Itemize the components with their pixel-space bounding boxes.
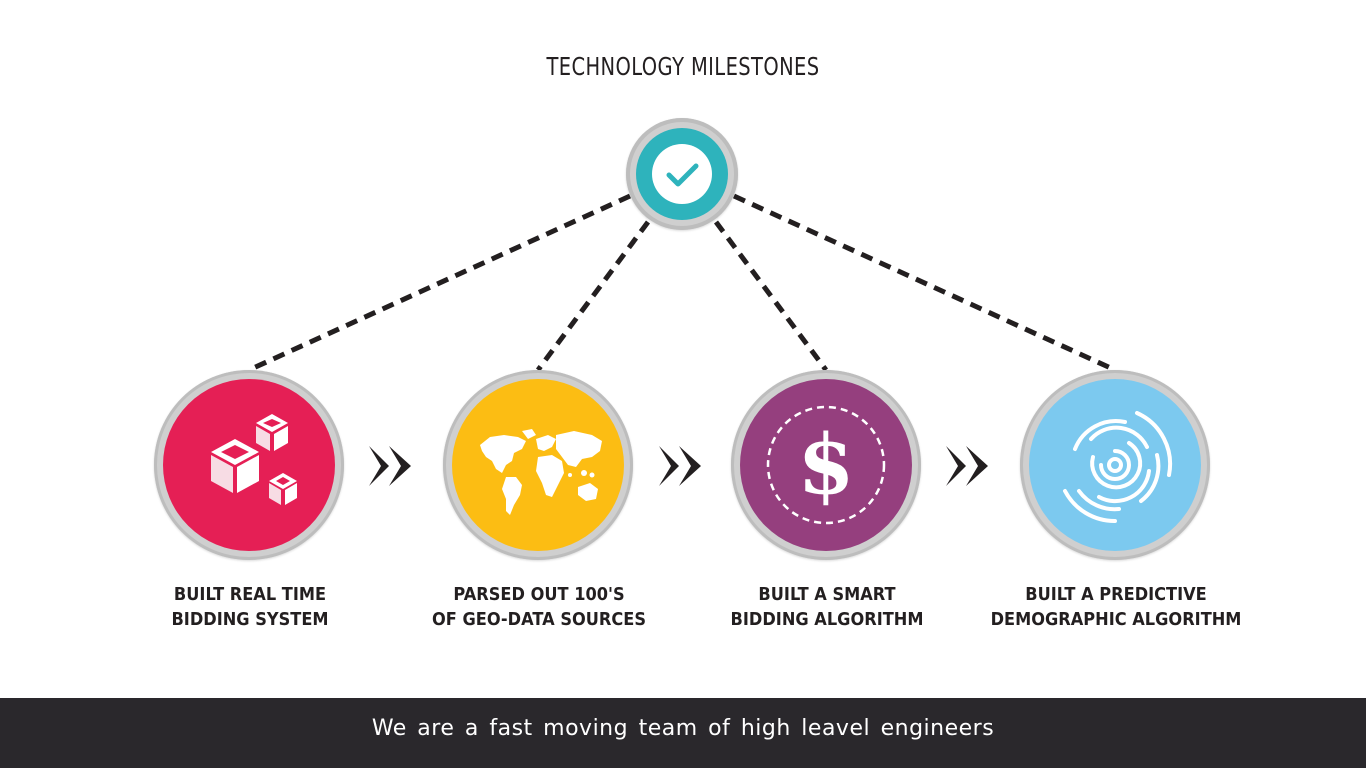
hub-ring	[636, 128, 728, 220]
milestone-node-3-disc: $	[740, 379, 912, 551]
connector-line-4	[732, 193, 1117, 373]
milestone-node-2-disc	[452, 379, 624, 551]
double-chevron-right-icon	[946, 446, 988, 486]
milestone-label-4: BUILT A PREDICTIVE DEMOGRAPHIC ALGORITHM	[972, 582, 1260, 632]
radar-icon	[1063, 411, 1173, 524]
milestone-label-3: BUILT A SMART BIDDING ALGORITHM	[683, 582, 971, 632]
milestone-label-2-line2: OF GEO-DATA SOURCES	[431, 609, 647, 630]
milestone-label-1: BUILT REAL TIME BIDDING SYSTEM	[106, 582, 394, 632]
milestone-node-1	[154, 370, 344, 560]
connector-line-3	[713, 220, 829, 372]
dollar-icon: $	[766, 405, 886, 525]
milestone-label-4-line2: DEMOGRAPHIC ALGORITHM	[990, 609, 1242, 630]
milestone-label-2: PARSED OUT 100'S OF GEO-DATA SOURCES	[395, 582, 683, 632]
milestone-node-2	[443, 370, 633, 560]
milestone-label-3-line2: BIDDING ALGORITHM	[730, 609, 924, 630]
cubes-icon	[211, 414, 297, 505]
world-map-icon	[480, 429, 602, 515]
milestone-label-2-line1: PARSED OUT 100'S	[453, 584, 625, 605]
slide-title: TECHNOLOGY MILESTONES	[546, 52, 820, 81]
milestone-label-3-line1: BUILT A SMART	[758, 584, 896, 605]
hub-circle	[626, 118, 738, 230]
milestone-label-4-line1: BUILT A PREDICTIVE	[1025, 584, 1207, 605]
footer-text: We are a fast moving team of high leavel…	[371, 716, 995, 741]
milestone-label-1-line2: BIDDING SYSTEM	[171, 609, 329, 630]
milestone-node-1-disc	[163, 379, 335, 551]
hub-core	[652, 144, 712, 204]
connector-line-1	[247, 193, 632, 373]
footer-bar: We are a fast moving team of high leavel…	[0, 698, 1366, 768]
svg-text:$: $	[797, 417, 854, 513]
milestone-node-3: $	[731, 370, 921, 560]
double-chevron-right-icon	[659, 446, 701, 486]
milestone-node-4	[1020, 370, 1210, 560]
milestone-node-4-disc	[1029, 379, 1201, 551]
connector-line-2	[535, 220, 651, 372]
double-chevron-right-icon	[369, 446, 411, 486]
connector-lines	[247, 193, 1117, 373]
checkmark-icon	[666, 163, 699, 187]
milestone-label-1-line1: BUILT REAL TIME	[173, 584, 327, 605]
